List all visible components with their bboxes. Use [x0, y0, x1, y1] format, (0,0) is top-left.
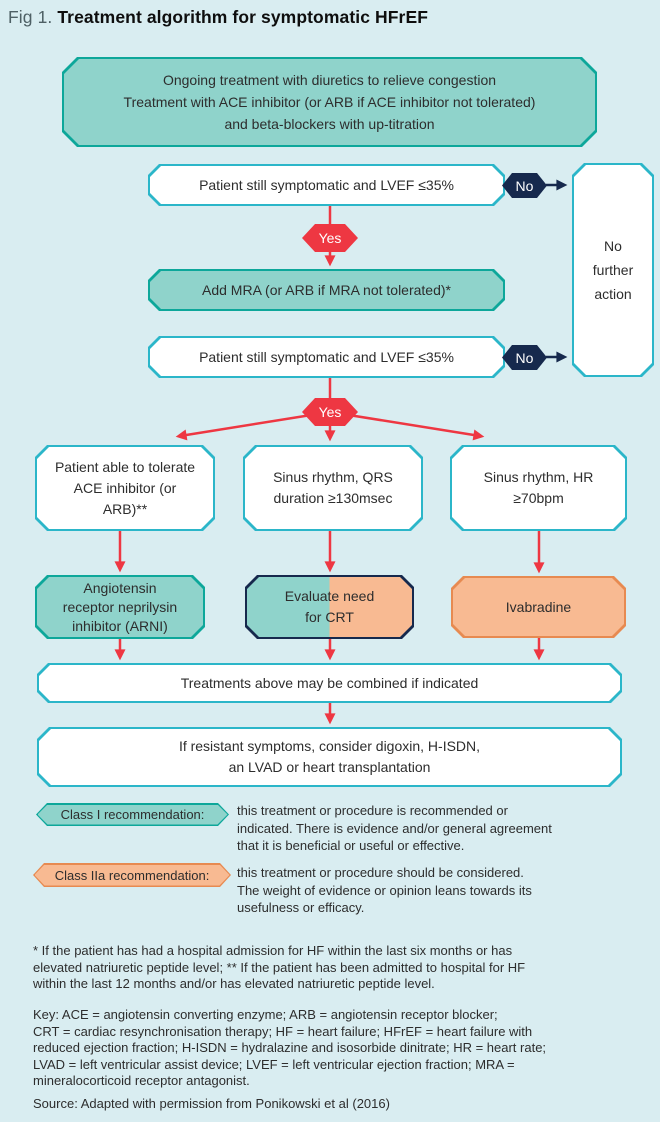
- question-lvef-1-text: Patient still symptomatic and LVEF ≤35%: [150, 166, 503, 204]
- yes-badge-1: Yes: [302, 224, 358, 252]
- branch-hr-text: Sinus rhythm, HR ≥70bpm: [452, 447, 625, 529]
- resistant-symptoms-text: If resistant symptoms, consider digoxin,…: [39, 729, 620, 785]
- question-lvef-1-box: Patient still symptomatic and LVEF ≤35%: [148, 164, 505, 206]
- branch-ace-text: Patient able to tolerate ACE inhibitor (…: [37, 447, 213, 529]
- branch-hr-box: Sinus rhythm, HR ≥70bpm: [450, 445, 627, 531]
- no-badge-1: No: [502, 173, 547, 198]
- no-further-action-text: No further action: [574, 165, 652, 375]
- branch-qrs-text: Sinus rhythm, QRS duration ≥130msec: [245, 447, 421, 529]
- evaluate-crt-text: Evaluate need for CRT: [247, 577, 412, 637]
- intro-treatment-text: Ongoing treatment with diuretics to reli…: [64, 59, 595, 145]
- class-1-description: this treatment or procedure is recommend…: [237, 803, 552, 853]
- source-credit: Source: Adapted with permission from Pon…: [33, 1096, 390, 1111]
- asterisk-footnote: * If the patient has had a hospital admi…: [33, 943, 526, 991]
- class-2a-badge-text: Class IIa recommendation:: [35, 865, 230, 886]
- figure-number: Fig 1.: [8, 7, 53, 27]
- question-lvef-2-text: Patient still symptomatic and LVEF ≤35%: [150, 338, 503, 376]
- figure-title: Fig 1. Treatment algorithm for symptomat…: [8, 7, 428, 28]
- add-mra-box: Add MRA (or ARB if MRA not tolerated)*: [148, 269, 505, 311]
- yes-badge-2: Yes: [302, 398, 358, 426]
- class-1-badge-text: Class I recommendation:: [38, 805, 228, 825]
- add-mra-text: Add MRA (or ARB if MRA not tolerated)*: [150, 271, 503, 309]
- figure-title-text: Treatment algorithm for symptomatic HFrE…: [57, 7, 429, 27]
- ivabradine-box: Ivabradine: [451, 576, 626, 638]
- combine-treatments-text: Treatments above may be combined if indi…: [39, 665, 620, 701]
- no-further-action-box: No further action: [572, 163, 654, 377]
- class-2a-badge: Class IIa recommendation:: [33, 863, 231, 887]
- branch-qrs-box: Sinus rhythm, QRS duration ≥130msec: [243, 445, 423, 531]
- resistant-symptoms-box: If resistant symptoms, consider digoxin,…: [37, 727, 622, 787]
- branch-ace-box: Patient able to tolerate ACE inhibitor (…: [35, 445, 215, 531]
- combine-treatments-box: Treatments above may be combined if indi…: [37, 663, 622, 703]
- intro-treatment-box: Ongoing treatment with diuretics to reli…: [62, 57, 597, 147]
- arni-box: Angiotensin receptor neprilysin inhibito…: [35, 575, 205, 639]
- abbreviation-key: Key: ACE = angiotensin converting enzyme…: [33, 1007, 547, 1088]
- evaluate-crt-box: Evaluate need for CRT: [245, 575, 414, 639]
- ivabradine-text: Ivabradine: [453, 578, 624, 636]
- arni-text: Angiotensin receptor neprilysin inhibito…: [37, 577, 203, 637]
- no-badge-2: No: [502, 345, 547, 370]
- class-2a-description: this treatment or procedure should be co…: [237, 865, 532, 915]
- question-lvef-2-box: Patient still symptomatic and LVEF ≤35%: [148, 336, 505, 378]
- class-1-badge: Class I recommendation:: [36, 803, 229, 826]
